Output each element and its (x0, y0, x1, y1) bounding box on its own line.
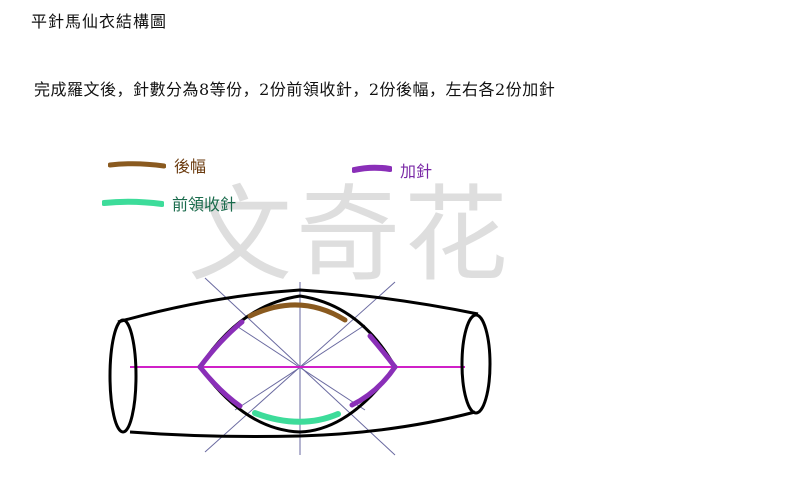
legend-increase-swatch (352, 164, 392, 173)
back-section (247, 302, 348, 323)
right-sleeve-opening (460, 313, 492, 415)
legend-back-swatch (108, 161, 166, 169)
legend-back-label: 後幅 (174, 157, 207, 176)
legend-front-neck: 前領收針 (102, 191, 236, 215)
garment-top-edge (117, 288, 479, 324)
legend-front-neck-swatch (102, 198, 164, 207)
page-title: 平針馬仙衣結構圖 (31, 12, 168, 31)
increase-right-lower (349, 364, 398, 408)
description-text: 完成羅文後，針數分為8等份，2份前領收針，2份後幅，左右各2份加針 (34, 80, 556, 99)
increase-left-lower (197, 364, 243, 409)
legend-increase: 加針 (352, 158, 432, 182)
legend-front-neck-label: 前領收針 (172, 195, 237, 214)
front-neck-section (252, 410, 341, 425)
increase-sections (197, 319, 398, 409)
watermark-text: 文奇花 (188, 174, 513, 296)
left-sleeve-opening (108, 318, 138, 434)
legend-increase-label: 加針 (400, 162, 433, 181)
increase-left-upper (197, 319, 245, 370)
garment-bottom-edge (129, 410, 476, 438)
garment-outline (108, 288, 492, 438)
increase-right-upper (367, 333, 398, 370)
legend-back: 後幅 (108, 153, 206, 177)
